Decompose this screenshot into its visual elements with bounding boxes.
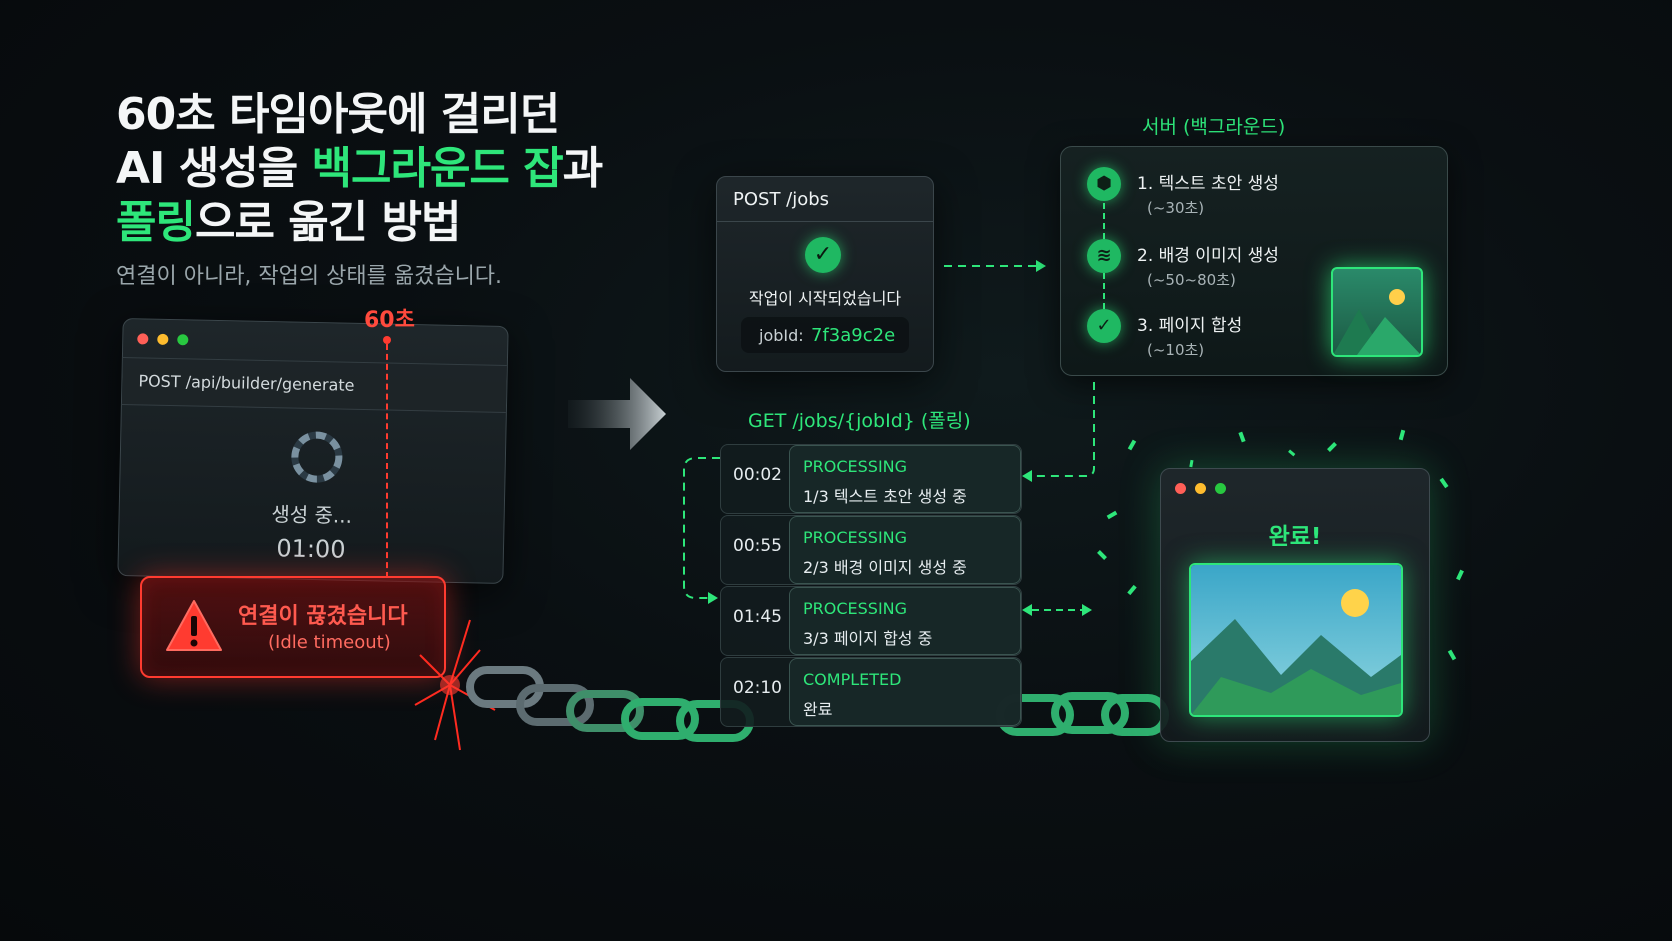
old-request-header: POST /api/builder/generate bbox=[121, 356, 507, 414]
job-id-pill: jobId: 7f3a9c2e bbox=[741, 317, 909, 353]
polling-row: 01:45 PROCESSING 3/3 페이지 합성 중 bbox=[720, 586, 1022, 656]
old-endpoint: POST /api/builder/generate bbox=[138, 371, 355, 395]
cube-icon: ⬢ bbox=[1087, 167, 1121, 201]
polling-row-time: 00:02 bbox=[733, 465, 782, 485]
transition-arrow-icon bbox=[568, 378, 666, 450]
headline-line-3: 폴링으로 옮긴 방법 bbox=[116, 194, 461, 252]
server-step-1-duration: (~30초) bbox=[1147, 199, 1205, 217]
success-check-icon: ✓ bbox=[805, 237, 841, 273]
error-detail: (Idle timeout) bbox=[268, 632, 391, 653]
error-title: 연결이 끊겼습니다 bbox=[238, 604, 408, 629]
headline-line-3-suffix: 으로 옮긴 방법 bbox=[194, 197, 462, 248]
window-close-dot bbox=[137, 333, 149, 345]
connection-error-box: 연결이 끊겼습니다 (Idle timeout) bbox=[140, 576, 446, 678]
timeout-label: 60초 bbox=[364, 308, 415, 333]
window-maximize-dot bbox=[1215, 483, 1226, 494]
polling-row: 00:02 PROCESSING 1/3 텍스트 초안 생성 중 bbox=[720, 444, 1022, 514]
polling-row-body bbox=[789, 445, 1021, 513]
dashed-arrow-to-server bbox=[944, 260, 1046, 272]
server-step-1-title: 1. 텍스트 초안 생성 bbox=[1137, 174, 1279, 194]
server-title: 서버 (백그라운드) bbox=[1142, 116, 1286, 138]
headline-line-2-suffix: 과 bbox=[562, 143, 603, 194]
polling-row-desc: 2/3 배경 이미지 생성 중 bbox=[803, 558, 967, 577]
result-image bbox=[1189, 563, 1403, 717]
polling-row-desc: 완료 bbox=[803, 700, 833, 719]
server-panel: ⬢ 1. 텍스트 초안 생성 (~30초) ≋ 2. 배경 이미지 생성 (~5… bbox=[1060, 146, 1448, 376]
job-id-label: jobId: bbox=[759, 326, 804, 345]
result-window: 완료! bbox=[1160, 468, 1430, 742]
loading-spinner-icon bbox=[291, 431, 343, 483]
subtitle: 연결이 아니라, 작업의 상태를 옮겼습니다. bbox=[116, 264, 503, 289]
warning-icon bbox=[166, 600, 222, 651]
headline-line-1: 60초 타임아웃에 걸리던 bbox=[116, 89, 560, 140]
landscape-icon bbox=[1333, 289, 1421, 355]
window-close-dot bbox=[1175, 483, 1186, 494]
post-jobs-panel: POST /jobs ✓ 작업이 시작되었습니다 jobId: 7f3a9c2e bbox=[716, 176, 934, 372]
landscape-icon bbox=[1191, 565, 1401, 715]
polling-row-time: 01:45 bbox=[733, 607, 782, 627]
window-minimize-dot bbox=[157, 333, 169, 345]
post-jobs-header: POST /jobs bbox=[717, 177, 933, 222]
waveform-icon: ≋ bbox=[1087, 239, 1121, 273]
dashed-arrow-to-polling bbox=[1022, 382, 1095, 482]
timeout-dashed-line bbox=[386, 344, 388, 578]
server-step-2-title: 2. 배경 이미지 생성 bbox=[1137, 246, 1279, 266]
window-maximize-dot bbox=[177, 334, 189, 346]
polling-row-desc: 1/3 텍스트 초안 생성 중 bbox=[803, 487, 967, 506]
polling-row-body bbox=[789, 516, 1021, 584]
headline-line-2-prefix: AI 생성을 bbox=[116, 143, 312, 194]
polling-row: 02:10 COMPLETED 완료 bbox=[720, 657, 1022, 727]
old-request-window: POST /api/builder/generate 생성 중... 01:00 bbox=[117, 317, 509, 585]
polling-row-time: 02:10 bbox=[733, 678, 782, 698]
polling-title: GET /jobs/{jobId} (폴링) bbox=[748, 410, 971, 432]
headline-line-2: AI 생성을 백그라운드 잡과 bbox=[116, 140, 603, 198]
polling-row-time: 00:55 bbox=[733, 536, 782, 556]
dashed-double-arrow bbox=[1022, 604, 1092, 616]
check-icon: ✓ bbox=[1087, 309, 1121, 343]
polling-row-status: PROCESSING bbox=[803, 457, 908, 476]
job-id-value: 7f3a9c2e bbox=[811, 325, 896, 346]
server-step-3-title: 3. 페이지 합성 bbox=[1137, 316, 1243, 336]
headline-highlight-polling: 폴링 bbox=[116, 197, 196, 248]
server-step-3-duration: (~10초) bbox=[1147, 341, 1205, 359]
polling-row-status: COMPLETED bbox=[803, 670, 902, 689]
polling-row-body bbox=[789, 587, 1021, 655]
post-jobs-endpoint: POST /jobs bbox=[733, 189, 830, 210]
elapsed-timer: 01:00 bbox=[276, 534, 346, 564]
window-minimize-dot bbox=[1195, 483, 1206, 494]
polling-row-body bbox=[789, 658, 1021, 726]
loading-text: 생성 중... bbox=[271, 502, 353, 528]
polling-loop-arrow bbox=[683, 457, 720, 604]
polling-row-desc: 3/3 페이지 합성 중 bbox=[803, 629, 933, 648]
polling-list: 00:02 PROCESSING 1/3 텍스트 초안 생성 중 00:55 P… bbox=[720, 444, 1022, 728]
generated-image-thumbnail bbox=[1331, 267, 1423, 357]
polling-row-status: PROCESSING bbox=[803, 599, 908, 618]
result-title: 완료! bbox=[1268, 524, 1322, 550]
headline-highlight-background-job: 백그라운드 잡 bbox=[311, 143, 564, 194]
polling-row: 00:55 PROCESSING 2/3 배경 이미지 생성 중 bbox=[720, 515, 1022, 585]
timeout-marker-dot bbox=[383, 336, 391, 344]
confetti-icon bbox=[1097, 429, 1464, 661]
server-step-2-duration: (~50~80초) bbox=[1147, 271, 1236, 289]
polling-row-status: PROCESSING bbox=[803, 528, 908, 547]
job-started-message: 작업이 시작되었습니다 bbox=[748, 289, 902, 308]
